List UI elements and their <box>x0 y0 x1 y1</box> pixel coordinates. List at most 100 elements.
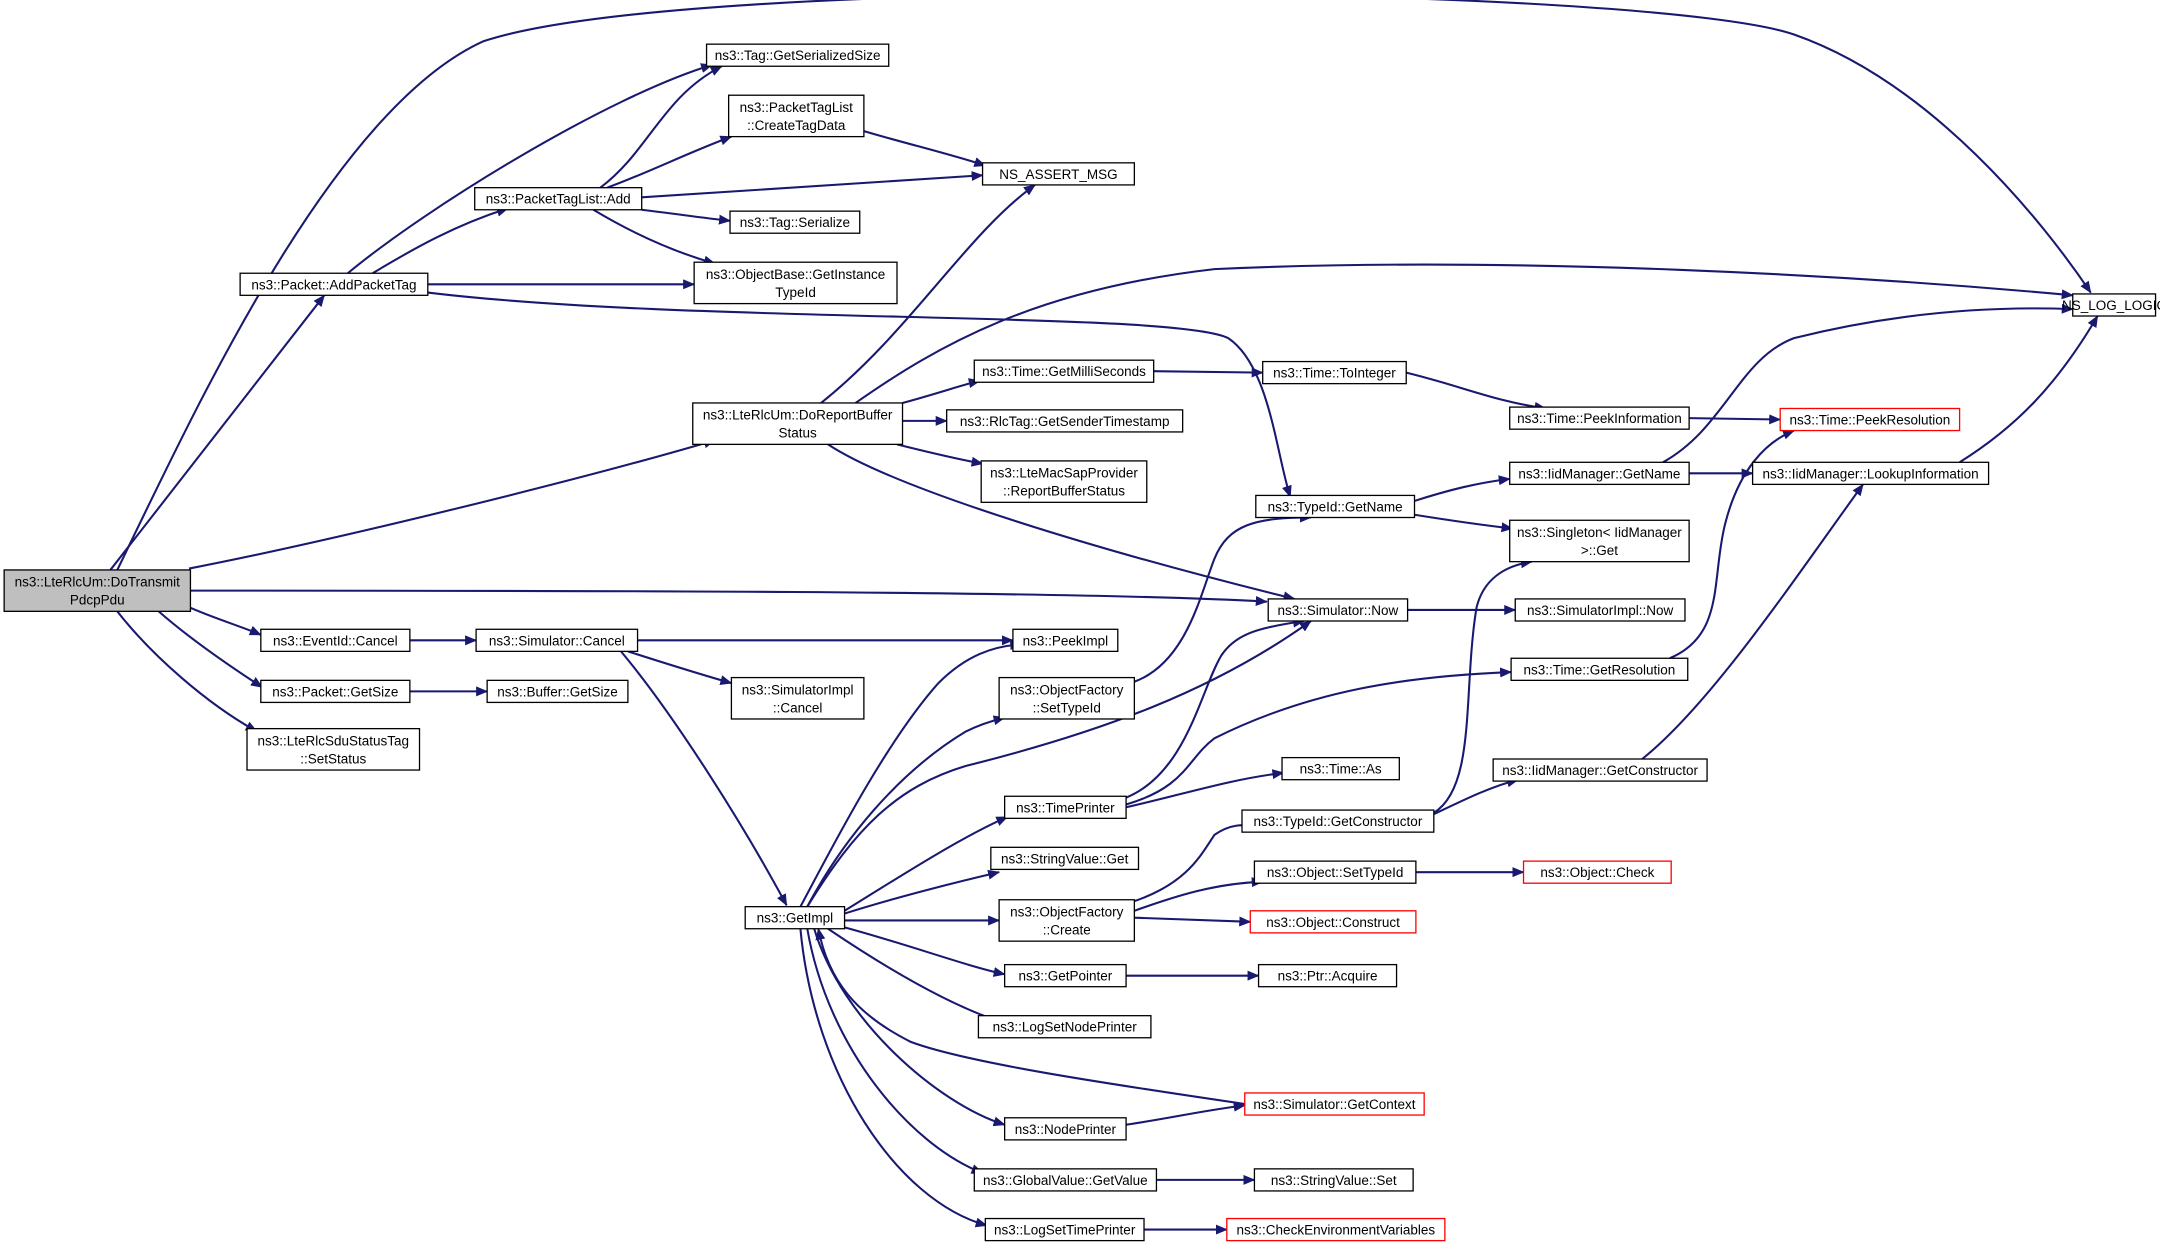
node-singleton[interactable]: ns3::Singleton< IidManager>::Get <box>1509 519 1690 563</box>
node-typeid_getname[interactable]: ns3::TypeId::GetName <box>1255 494 1416 519</box>
node-label: ns3::Singleton< IidManager <box>1517 525 1682 540</box>
node-iid_lookup[interactable]: ns3::IidManager::LookupInformation <box>1751 461 1990 486</box>
node-iid_getname[interactable]: ns3::IidManager::GetName <box>1509 461 1690 486</box>
node-box <box>1255 494 1416 519</box>
node-ltemacsap[interactable]: ns3::LteMacSapProvider::ReportBufferStat… <box>980 460 1148 503</box>
node-object_check[interactable]: ns3::Object::Check <box>1522 860 1672 884</box>
node-label: ns3::Object::Construct <box>1266 915 1400 930</box>
node-time_peekres[interactable]: ns3::Time::PeekResolution <box>1779 407 1961 432</box>
edge-addpackettag-to-typeid_getname <box>427 291 1292 498</box>
node-typeid_getctor[interactable]: ns3::TypeId::GetConstructor <box>1241 809 1435 833</box>
node-buffer_getsize[interactable]: ns3::Buffer::GetSize <box>486 679 629 704</box>
edge-getimpl-to-objfac_settypeid <box>806 715 1006 908</box>
node-sim_now[interactable]: ns3::Simulator::Now <box>1267 598 1409 622</box>
node-label: TypeId <box>775 285 816 300</box>
edge-line <box>1669 429 1795 660</box>
node-simimpl_now[interactable]: ns3::SimulatorImpl::Now <box>1514 598 1686 622</box>
node-ns_log_logic[interactable]: NS_LOG_LOGIC <box>2062 293 2160 317</box>
node-time_getms[interactable]: ns3::Time::GetMilliSeconds <box>973 359 1155 383</box>
edge-line <box>1153 367 1264 378</box>
node-label: ns3::PeekImpl <box>1023 633 1109 648</box>
node-box <box>1509 519 1690 563</box>
node-label: ns3::Time::GetMilliSeconds <box>982 364 1146 379</box>
node-box <box>973 1168 1158 1192</box>
node-stringvalue_set[interactable]: ns3::StringValue::Set <box>1253 1168 1414 1192</box>
edge-getimpl-to-peekimpl <box>799 640 1023 908</box>
edge-line <box>427 291 1292 498</box>
edge-root-to-addpackettag <box>109 294 326 571</box>
node-logsettimeprinter[interactable]: ns3::LogSetTimePrinter <box>984 1217 1145 1242</box>
node-rlctag[interactable]: ns3::RlcTag::GetSenderTimestamp <box>946 409 1184 433</box>
node-label: ns3::TypeId::GetName <box>1268 499 1403 514</box>
edge-root-to-sdu_status <box>116 610 258 733</box>
node-gv_getvalue[interactable]: ns3::GlobalValue::GetValue <box>973 1168 1158 1192</box>
node-sim_cancel[interactable]: ns3::Simulator::Cancel <box>475 628 639 653</box>
node-object_settypeid[interactable]: ns3::Object::SetTypeId <box>1253 860 1417 884</box>
node-checkenv[interactable]: ns3::CheckEnvironmentVariables <box>1226 1217 1446 1242</box>
node-objfac_create[interactable]: ns3::ObjectFactory::Create <box>998 899 1136 942</box>
node-timeprinter[interactable]: ns3::TimePrinter <box>1003 795 1127 819</box>
node-nodeprinter[interactable]: ns3::NodePrinter <box>1003 1117 1127 1141</box>
edge-nodeprinter-to-sim_getcontext <box>1125 1101 1246 1126</box>
node-stringvalue_get[interactable]: ns3::StringValue::Get <box>990 846 1140 871</box>
edge-line <box>158 610 264 689</box>
edge-typeid_getctor-to-iid_getctor <box>1433 777 1519 816</box>
edge-getimpl-to-logsettimeprinter <box>799 928 988 1228</box>
nodes: ns3::LteRlcUm::DoTransmitPdcpPduns3::Pac… <box>3 43 2160 1242</box>
node-box <box>1012 628 1119 653</box>
edge-line <box>863 130 987 167</box>
node-box <box>486 679 629 704</box>
node-tag_serialize[interactable]: ns3::Tag::Serialize <box>729 210 861 234</box>
edge-getimpl-to-stringvalue_get <box>844 869 1001 915</box>
node-ptl_add[interactable]: ns3::PacketTagList::Add <box>474 187 643 211</box>
node-time_peekinfo[interactable]: ns3::Time::PeekInformation <box>1509 406 1690 430</box>
node-label: ns3::ObjectFactory <box>1010 682 1124 697</box>
node-label: ns3::SimulatorImpl::Now <box>1527 603 1674 618</box>
edge-line <box>820 184 1036 404</box>
node-label: ns3::LteRlcSduStatusTag <box>257 733 409 748</box>
node-object_construct[interactable]: ns3::Object::Construct <box>1249 910 1417 934</box>
node-iid_getctor[interactable]: ns3::IidManager::GetConstructor <box>1492 758 1708 782</box>
node-box <box>705 43 890 67</box>
node-box <box>744 906 846 930</box>
node-time_getres[interactable]: ns3::Time::GetResolution <box>1510 657 1689 681</box>
node-packet_getsize[interactable]: ns3::Packet::GetSize <box>260 679 411 704</box>
node-ptl_create[interactable]: ns3::PacketTagList::CreateTagData <box>727 94 865 138</box>
node-ptr_acquire[interactable]: ns3::Ptr::Acquire <box>1257 963 1398 988</box>
edge-getimpl-to-nodeprinter <box>813 928 1006 1127</box>
node-tag_getser[interactable]: ns3::Tag::GetSerializedSize <box>705 43 890 67</box>
edge-sim_cancel-to-getimpl <box>620 650 788 907</box>
edge-line <box>188 438 716 570</box>
edge-line <box>1125 617 1306 799</box>
edge-objfac_settypeid-to-typeid_getname <box>1134 512 1313 683</box>
edge-iid_getname-to-ns_log_logic <box>1662 303 2074 464</box>
edge-line <box>806 715 1006 908</box>
node-getimpl[interactable]: ns3::GetImpl <box>744 906 846 930</box>
node-time_toint[interactable]: ns3::Time::ToInteger <box>1262 360 1407 385</box>
node-sdu_status[interactable]: ns3::LteRlcSduStatusTag::SetStatus <box>246 727 421 771</box>
node-label: ns3::TimePrinter <box>1016 800 1115 815</box>
node-eventid_cancel[interactable]: ns3::EventId::Cancel <box>260 628 411 653</box>
edge-line <box>1433 777 1519 816</box>
node-sim_getcontext[interactable]: ns3::Simulator::GetContext <box>1244 1092 1425 1116</box>
node-simimpl_cancel[interactable]: ns3::SimulatorImpl::Cancel <box>730 676 865 720</box>
node-objfac_settypeid[interactable]: ns3::ObjectFactory::SetTypeId <box>998 676 1136 720</box>
edge-root-to-report_buf <box>188 438 716 570</box>
node-ns_assert[interactable]: NS_ASSERT_MSG <box>981 162 1136 186</box>
edge-time_peekinfo-to-time_peekres <box>1689 414 1782 425</box>
node-addpackettag[interactable]: ns3::Packet::AddPacketTag <box>239 272 429 296</box>
node-peekimpl[interactable]: ns3::PeekImpl <box>1012 628 1119 653</box>
node-box <box>474 187 643 211</box>
edge-getimpl-to-sim_now <box>806 620 1312 908</box>
edge-time_getms-to-time_toint <box>1153 367 1264 378</box>
node-logsetnodeprinter[interactable]: ns3::LogSetNodePrinter <box>977 1015 1152 1039</box>
node-time_as[interactable]: ns3::Time::As <box>1281 756 1400 781</box>
node-getpointer[interactable]: ns3::GetPointer <box>1003 963 1127 988</box>
edge-getimpl-to-logsetnodeprinter <box>827 927 1009 1026</box>
edge-report_buf-to-time_getms <box>902 378 981 404</box>
node-box <box>729 210 861 234</box>
edge-line <box>813 928 1006 1127</box>
